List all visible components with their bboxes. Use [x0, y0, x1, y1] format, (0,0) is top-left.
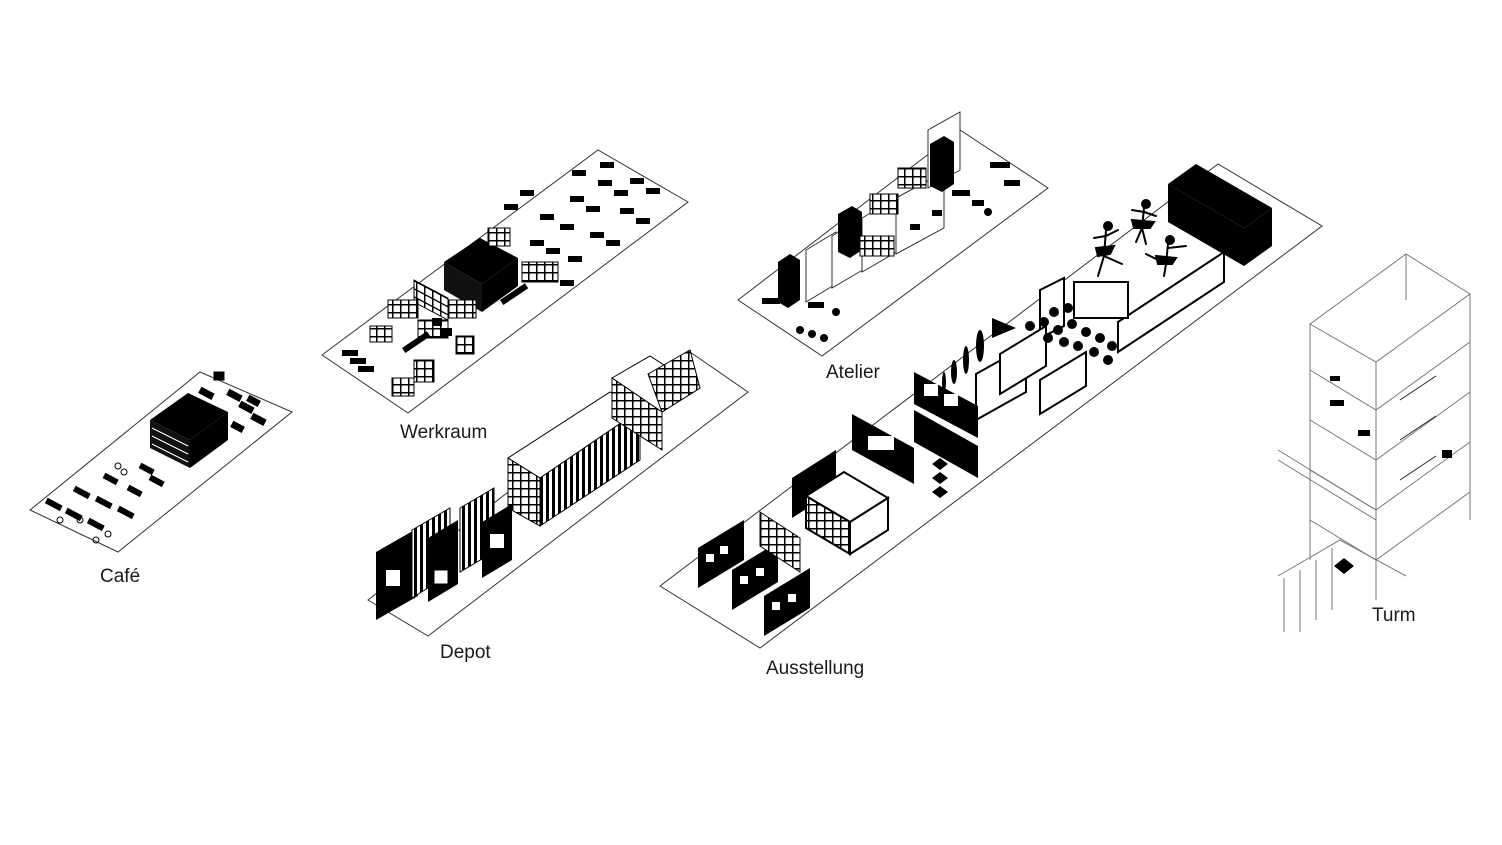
depot-block — [367, 349, 749, 637]
ausstellung-dancers — [1093, 199, 1187, 277]
ausstellung-block — [659, 163, 1323, 649]
cafe-block — [29, 371, 293, 553]
atelier-furniture — [762, 162, 1020, 342]
ausstellung-dots — [1025, 303, 1117, 365]
ausstellung-totem — [932, 430, 948, 498]
ausstellung-large-box — [1168, 164, 1272, 266]
turm-tower — [1277, 253, 1471, 632]
werkraum-block — [321, 149, 689, 414]
atelier-cabinets — [778, 136, 954, 308]
label-atelier: Atelier — [826, 362, 880, 383]
atelier-shelves — [859, 167, 927, 257]
ausstellung-gallery-walls — [975, 250, 1225, 422]
cafe-kitchen-box — [150, 393, 228, 468]
label-ausstellung: Ausstellung — [766, 658, 865, 679]
cafe-chairs — [56, 462, 128, 544]
depot-panels — [376, 487, 512, 620]
werkraum-workbenches — [342, 162, 660, 372]
depot-storage-racks — [507, 349, 701, 527]
label-cafe: Café — [100, 566, 141, 587]
label-turm: Turm — [1372, 605, 1416, 626]
ausstellung-vitrine — [759, 470, 890, 573]
ausstellung-ovals — [942, 318, 1016, 392]
werkraum-shelves — [369, 227, 559, 397]
atelier-block — [737, 111, 1049, 357]
label-werkraum: Werkraum — [400, 422, 488, 443]
ausstellung-frames — [698, 372, 978, 636]
label-depot: Depot — [440, 642, 491, 663]
